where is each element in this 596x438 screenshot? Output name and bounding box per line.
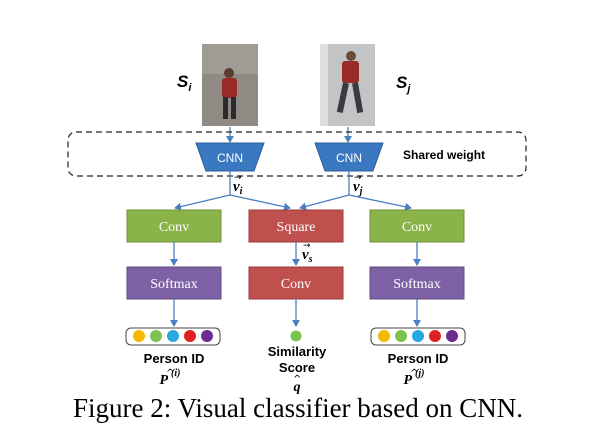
- conv-label-mid: Conv: [281, 277, 311, 292]
- score-title-line1: Similarity: [268, 344, 327, 359]
- vector-label-vs: vs: [302, 247, 313, 265]
- output-title-right: Person ID: [388, 351, 449, 366]
- input-label-right: Sj: [396, 73, 411, 95]
- similarity-score-dot: [290, 330, 302, 342]
- prob-dot-left-4: [201, 330, 213, 342]
- softmax-label-left: Softmax: [150, 277, 197, 292]
- arrow-vj-to-conv-right: [348, 194, 412, 211]
- hat-left: ^: [166, 368, 174, 379]
- prob-dot-left-3: [184, 330, 196, 342]
- cnn-label-left: CNN: [217, 151, 243, 165]
- cnn-diagram: Si Sj CNN CNN Shared weight vi → vj → Co…: [67, 44, 527, 395]
- hat-right: ^: [410, 368, 418, 379]
- cnn-label-right: CNN: [336, 151, 362, 165]
- person-image-left: [202, 44, 258, 126]
- hat-mid: ^: [293, 374, 301, 385]
- output-symbol-left: P(i): [159, 368, 180, 388]
- cnn-block-right: [314, 142, 384, 172]
- vector-arrow-vi: →: [234, 173, 242, 183]
- arrow-vi-to-conv-left: [174, 194, 231, 211]
- conv-block-mid: [248, 266, 344, 300]
- conv-block-right: [369, 209, 465, 243]
- score-symbol: q: [294, 380, 301, 395]
- prob-dot-right-1: [395, 330, 407, 342]
- prob-dot-right-0: [378, 330, 390, 342]
- prob-dot-left-0: [133, 330, 145, 342]
- person-image-right: [320, 44, 375, 126]
- conv-label-right: Conv: [402, 220, 432, 235]
- prob-dots-right: [378, 330, 458, 342]
- prob-dot-left-1: [150, 330, 162, 342]
- cnn-block-left: [195, 142, 265, 172]
- prob-dot-left-2: [167, 330, 179, 342]
- softmax-label-right: Softmax: [393, 277, 440, 292]
- vector-label-vj: vj: [353, 179, 363, 197]
- arrow-vi-to-square: [229, 194, 291, 211]
- output-symbol-right: P(j): [403, 368, 424, 388]
- score-title-line2: Score: [279, 360, 315, 375]
- input-label-left: Si: [177, 72, 192, 94]
- prob-dot-right-2: [412, 330, 424, 342]
- prob-dots-left: [133, 330, 213, 342]
- softmax-block-left: [126, 266, 222, 300]
- vector-arrow-vj: →: [354, 173, 362, 183]
- conv-block-left: [126, 209, 222, 243]
- prob-dot-right-4: [446, 330, 458, 342]
- figure-caption: Figure 2: Visual classifier based on CNN…: [72, 393, 524, 423]
- arrow-vj-to-square: [299, 194, 350, 211]
- vector-arrow-vs: →: [303, 241, 311, 251]
- vector-label-vi: vi: [233, 179, 243, 197]
- square-block: [248, 209, 344, 243]
- output-title-left: Person ID: [144, 351, 205, 366]
- shared-weight-box: [67, 131, 527, 177]
- prob-dot-right-3: [429, 330, 441, 342]
- square-label: Square: [277, 220, 316, 235]
- shared-weight-label: Shared weight: [403, 148, 485, 162]
- conv-label-left: Conv: [159, 220, 189, 235]
